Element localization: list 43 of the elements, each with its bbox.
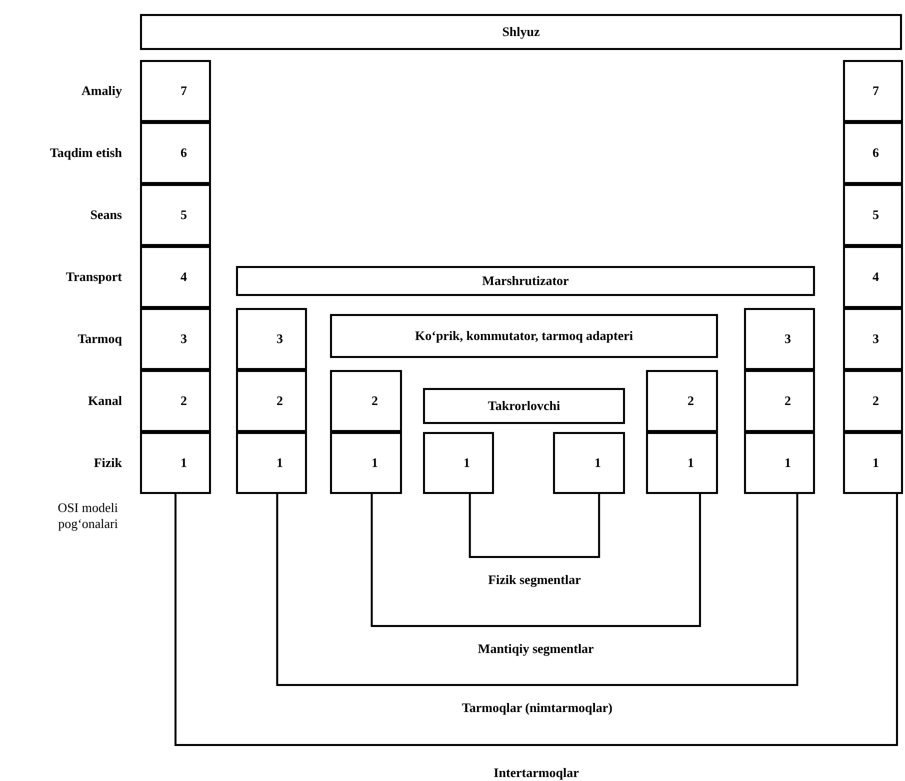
layer-cell: 1 (646, 432, 718, 494)
layer-cell: 2 (236, 370, 307, 432)
layer-name: Amaliy (80, 83, 122, 99)
layer-cell: 2 (140, 370, 211, 432)
layer-name: Kanal (87, 393, 122, 409)
layer-name: Taqdim etish (48, 145, 122, 161)
layer-cell: 1 (843, 432, 903, 494)
layer-cell: 2 (744, 370, 815, 432)
layer-cell: 1 (236, 432, 307, 494)
layer-cell: 3 (744, 308, 815, 370)
layer-cell: 1 (553, 432, 625, 494)
column-caption: OSI modeli pog‘onalari (56, 500, 118, 532)
bracket-connector (276, 494, 798, 686)
router-bar: Marshrutizator (236, 266, 815, 296)
layer-cell: 4 (140, 246, 211, 308)
layer-cell: 6 (843, 122, 903, 184)
layer-cell: 1 (423, 432, 494, 494)
layer-cell: 2 (843, 370, 903, 432)
layer-cell: 2 (646, 370, 718, 432)
bracket-connector (174, 494, 898, 746)
layer-cell: 1 (330, 432, 402, 494)
layer-name: Seans (89, 207, 122, 223)
layer-cell: 5 (140, 184, 211, 246)
layer-cell: 7 (843, 60, 903, 122)
bracket-connector (468, 494, 600, 558)
layer-name: Fizik (92, 455, 122, 471)
edge-label: Fizik segmentlar (485, 572, 584, 588)
layer-cell: 7 (140, 60, 211, 122)
layer-cell: 5 (843, 184, 903, 246)
layer-name: Transport (64, 269, 122, 285)
layer-name: Tarmoq (76, 331, 122, 347)
layer-cell: 3 (843, 308, 903, 370)
layer-cell: 3 (236, 308, 307, 370)
bracket-connector (370, 494, 701, 627)
repeater-bar: Takrorlovchi (423, 388, 625, 424)
layer-cell: 1 (744, 432, 815, 494)
layer-cell: 4 (843, 246, 903, 308)
layer-cell: 6 (140, 122, 211, 184)
layer-cell: 3 (140, 308, 211, 370)
layer-cell: 2 (330, 370, 402, 432)
layer-cell: 1 (140, 432, 211, 494)
gateway-bar: Shlyuz (140, 14, 902, 50)
bridge-bar: Ko‘prik, kommutator, tarmoq adapteri (330, 314, 718, 358)
